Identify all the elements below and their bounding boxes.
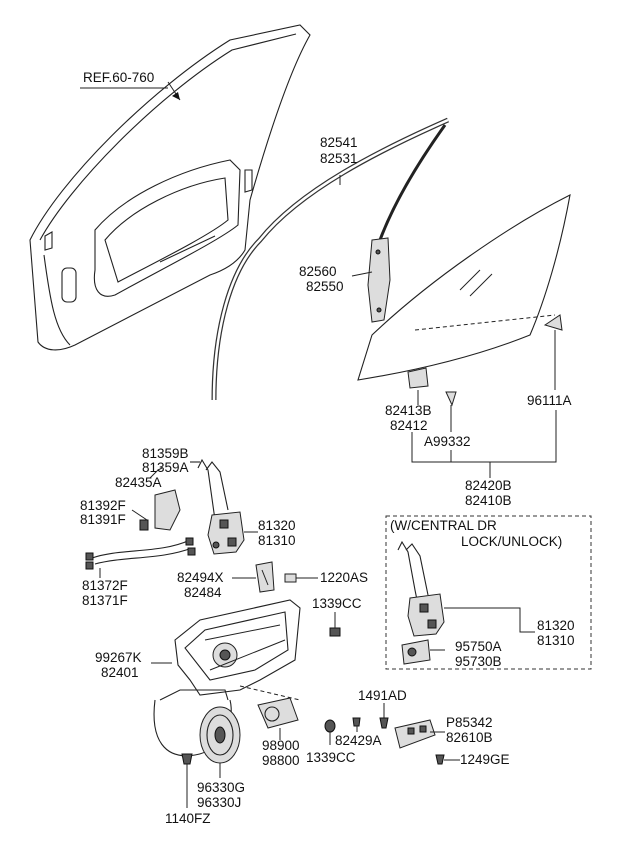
label-82550: 82550 [306, 279, 344, 294]
regulator-motor [239, 685, 301, 729]
leader-82560 [351, 271, 373, 277]
ref-arrow-icon [172, 92, 180, 100]
label-82412: 82412 [390, 418, 428, 433]
glass-reflection [469, 273, 493, 297]
screw-1220AS [284, 573, 297, 583]
glass-bracket [407, 367, 429, 389]
screw-1249GE [435, 754, 445, 765]
door-shell [29, 24, 311, 351]
label-82413B: 82413B [385, 403, 432, 418]
label-96111A: 96111A [527, 393, 572, 408]
clip-1339CC [329, 627, 341, 637]
label-82541: 82541 [320, 135, 358, 150]
leader-81392F [131, 509, 148, 521]
label-82429A: 82429A [335, 733, 382, 748]
label-98800: 98800 [262, 753, 300, 768]
label-81391F: 81391F [80, 512, 126, 527]
lock-cable [85, 537, 196, 570]
door-glass [357, 194, 571, 381]
label-98900: 98900 [262, 738, 300, 753]
label-96330J: 96330J [197, 795, 241, 810]
glass-reflection [459, 269, 481, 291]
glass-dashed-leader [414, 314, 556, 331]
label-81310-central: 81310 [537, 633, 575, 648]
central-latch-rods [397, 540, 429, 606]
glass-clip [543, 314, 563, 331]
label-82610B: 82610B [446, 730, 493, 745]
label-81320-central: 81320 [537, 618, 575, 633]
clip-1339CC-b [324, 719, 336, 733]
bracket-82420B [411, 410, 557, 463]
label-central-line2: LOCK/UNLOCK) [461, 534, 562, 549]
label-P85342: P85342 [446, 715, 493, 730]
label-81320: 81320 [258, 518, 296, 533]
label-82494X: 82494X [177, 570, 224, 585]
label-81359B: 81359B [142, 446, 189, 461]
central-lock-box [385, 515, 592, 670]
label-82410B: 82410B [465, 493, 512, 508]
label-1339CC-b: 1339CC [306, 750, 356, 765]
label-81372F: 81372F [82, 578, 128, 593]
bolt-a99332 [445, 391, 457, 407]
label-81359A: 81359A [142, 460, 189, 475]
speaker [199, 706, 241, 764]
label-1140FZ: 1140FZ [165, 811, 211, 826]
inside-handle [255, 561, 275, 593]
run-channel-front [211, 117, 450, 401]
leader-81320-central [444, 607, 535, 633]
label-A99332: A99332 [424, 434, 471, 449]
label-81392F: 81392F [80, 498, 126, 513]
screw-82429A [352, 717, 361, 727]
screw-1140FZ [181, 753, 193, 765]
label-82484: 82484 [184, 585, 222, 600]
label-81310: 81310 [258, 533, 296, 548]
label-81371F: 81371F [82, 593, 128, 608]
label-ref: REF.60-760 [83, 70, 154, 85]
label-1249GE: 1249GE [460, 752, 510, 767]
clip-1491AD [379, 717, 389, 729]
central-latch [407, 593, 445, 637]
label-1491AD: 1491AD [358, 688, 407, 703]
lock-actuator [401, 639, 431, 665]
label-95750A: 95750A [455, 639, 502, 654]
label-82420B: 82420B [465, 478, 512, 493]
label-82531: 82531 [320, 151, 358, 166]
door-latch [207, 511, 245, 555]
label-1220AS: 1220AS [320, 570, 368, 585]
outside-handle-bracket [139, 489, 181, 531]
label-82401: 82401 [101, 665, 139, 680]
run-channel-rear [367, 124, 447, 323]
label-95730B: 95730B [455, 654, 502, 669]
label-99267K: 99267K [95, 650, 142, 665]
label-82560: 82560 [299, 264, 337, 279]
label-1339CC-a: 1339CC [312, 596, 362, 611]
label-82435A: 82435A [115, 475, 162, 490]
inside-door-handle [394, 719, 436, 749]
label-central-line1: (W/CENTRAL DR [390, 518, 497, 533]
label-96330G: 96330G [197, 780, 245, 795]
leader-81359B [149, 467, 163, 479]
